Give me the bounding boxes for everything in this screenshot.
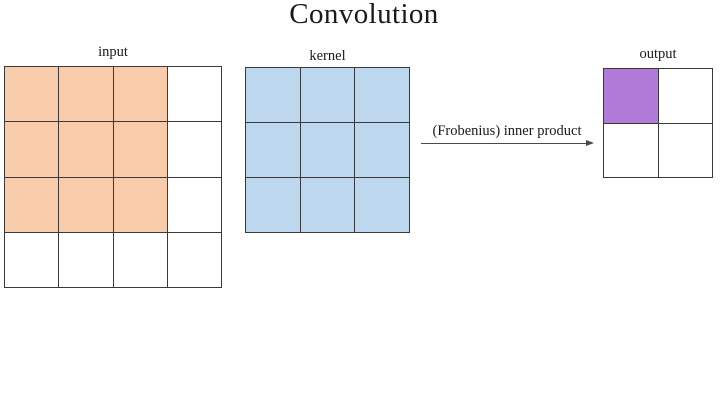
output-cell-r1-c1 — [604, 69, 658, 123]
kernel-grid — [245, 67, 410, 233]
input-cell-r2-c1 — [5, 122, 59, 177]
input-cell-r2-c4 — [167, 122, 221, 177]
output-grid — [603, 68, 713, 178]
kernel-cell-r2-c2 — [300, 123, 355, 177]
arrow-head-icon — [586, 140, 594, 146]
kernel-cell-r1-c1 — [246, 68, 300, 122]
kernel-cell-r3-c1 — [246, 178, 300, 232]
kernel-grid-label: kernel — [309, 48, 346, 64]
arrow-line — [421, 143, 586, 144]
input-cell-r3-c3 — [113, 177, 167, 232]
diagram-title: Convolution — [289, 0, 439, 30]
input-cell-r1-c4 — [167, 67, 221, 122]
arrow-label: (Frobenius) inner product — [432, 123, 582, 139]
input-cell-r4-c2 — [59, 232, 113, 287]
input-cell-r4-c3 — [113, 232, 167, 287]
kernel-cell-r3-c2 — [300, 178, 355, 232]
input-cell-r3-c4 — [167, 177, 221, 232]
kernel-cell-r1-c3 — [355, 68, 409, 122]
input-cell-r1-c2 — [59, 67, 113, 122]
kernel-cell-r1-c2 — [300, 68, 355, 122]
output-grid-label: output — [639, 46, 677, 62]
input-cell-r3-c1 — [5, 177, 59, 232]
input-cell-r1-c3 — [113, 67, 167, 122]
input-cell-r2-c3 — [113, 122, 167, 177]
output-cell-r2-c2 — [658, 123, 712, 177]
output-cell-r2-c1 — [604, 123, 658, 177]
input-grid — [4, 66, 222, 288]
kernel-cell-r2-c1 — [246, 123, 300, 177]
input-cell-r4-c1 — [5, 232, 59, 287]
input-grid-label: input — [98, 44, 128, 60]
input-cell-r2-c2 — [59, 122, 113, 177]
kernel-cell-r3-c3 — [355, 178, 409, 232]
input-cell-r3-c2 — [59, 177, 113, 232]
output-cell-r1-c2 — [658, 69, 712, 123]
kernel-cell-r2-c3 — [355, 123, 409, 177]
input-cell-r4-c4 — [167, 232, 221, 287]
input-cell-r1-c1 — [5, 67, 59, 122]
